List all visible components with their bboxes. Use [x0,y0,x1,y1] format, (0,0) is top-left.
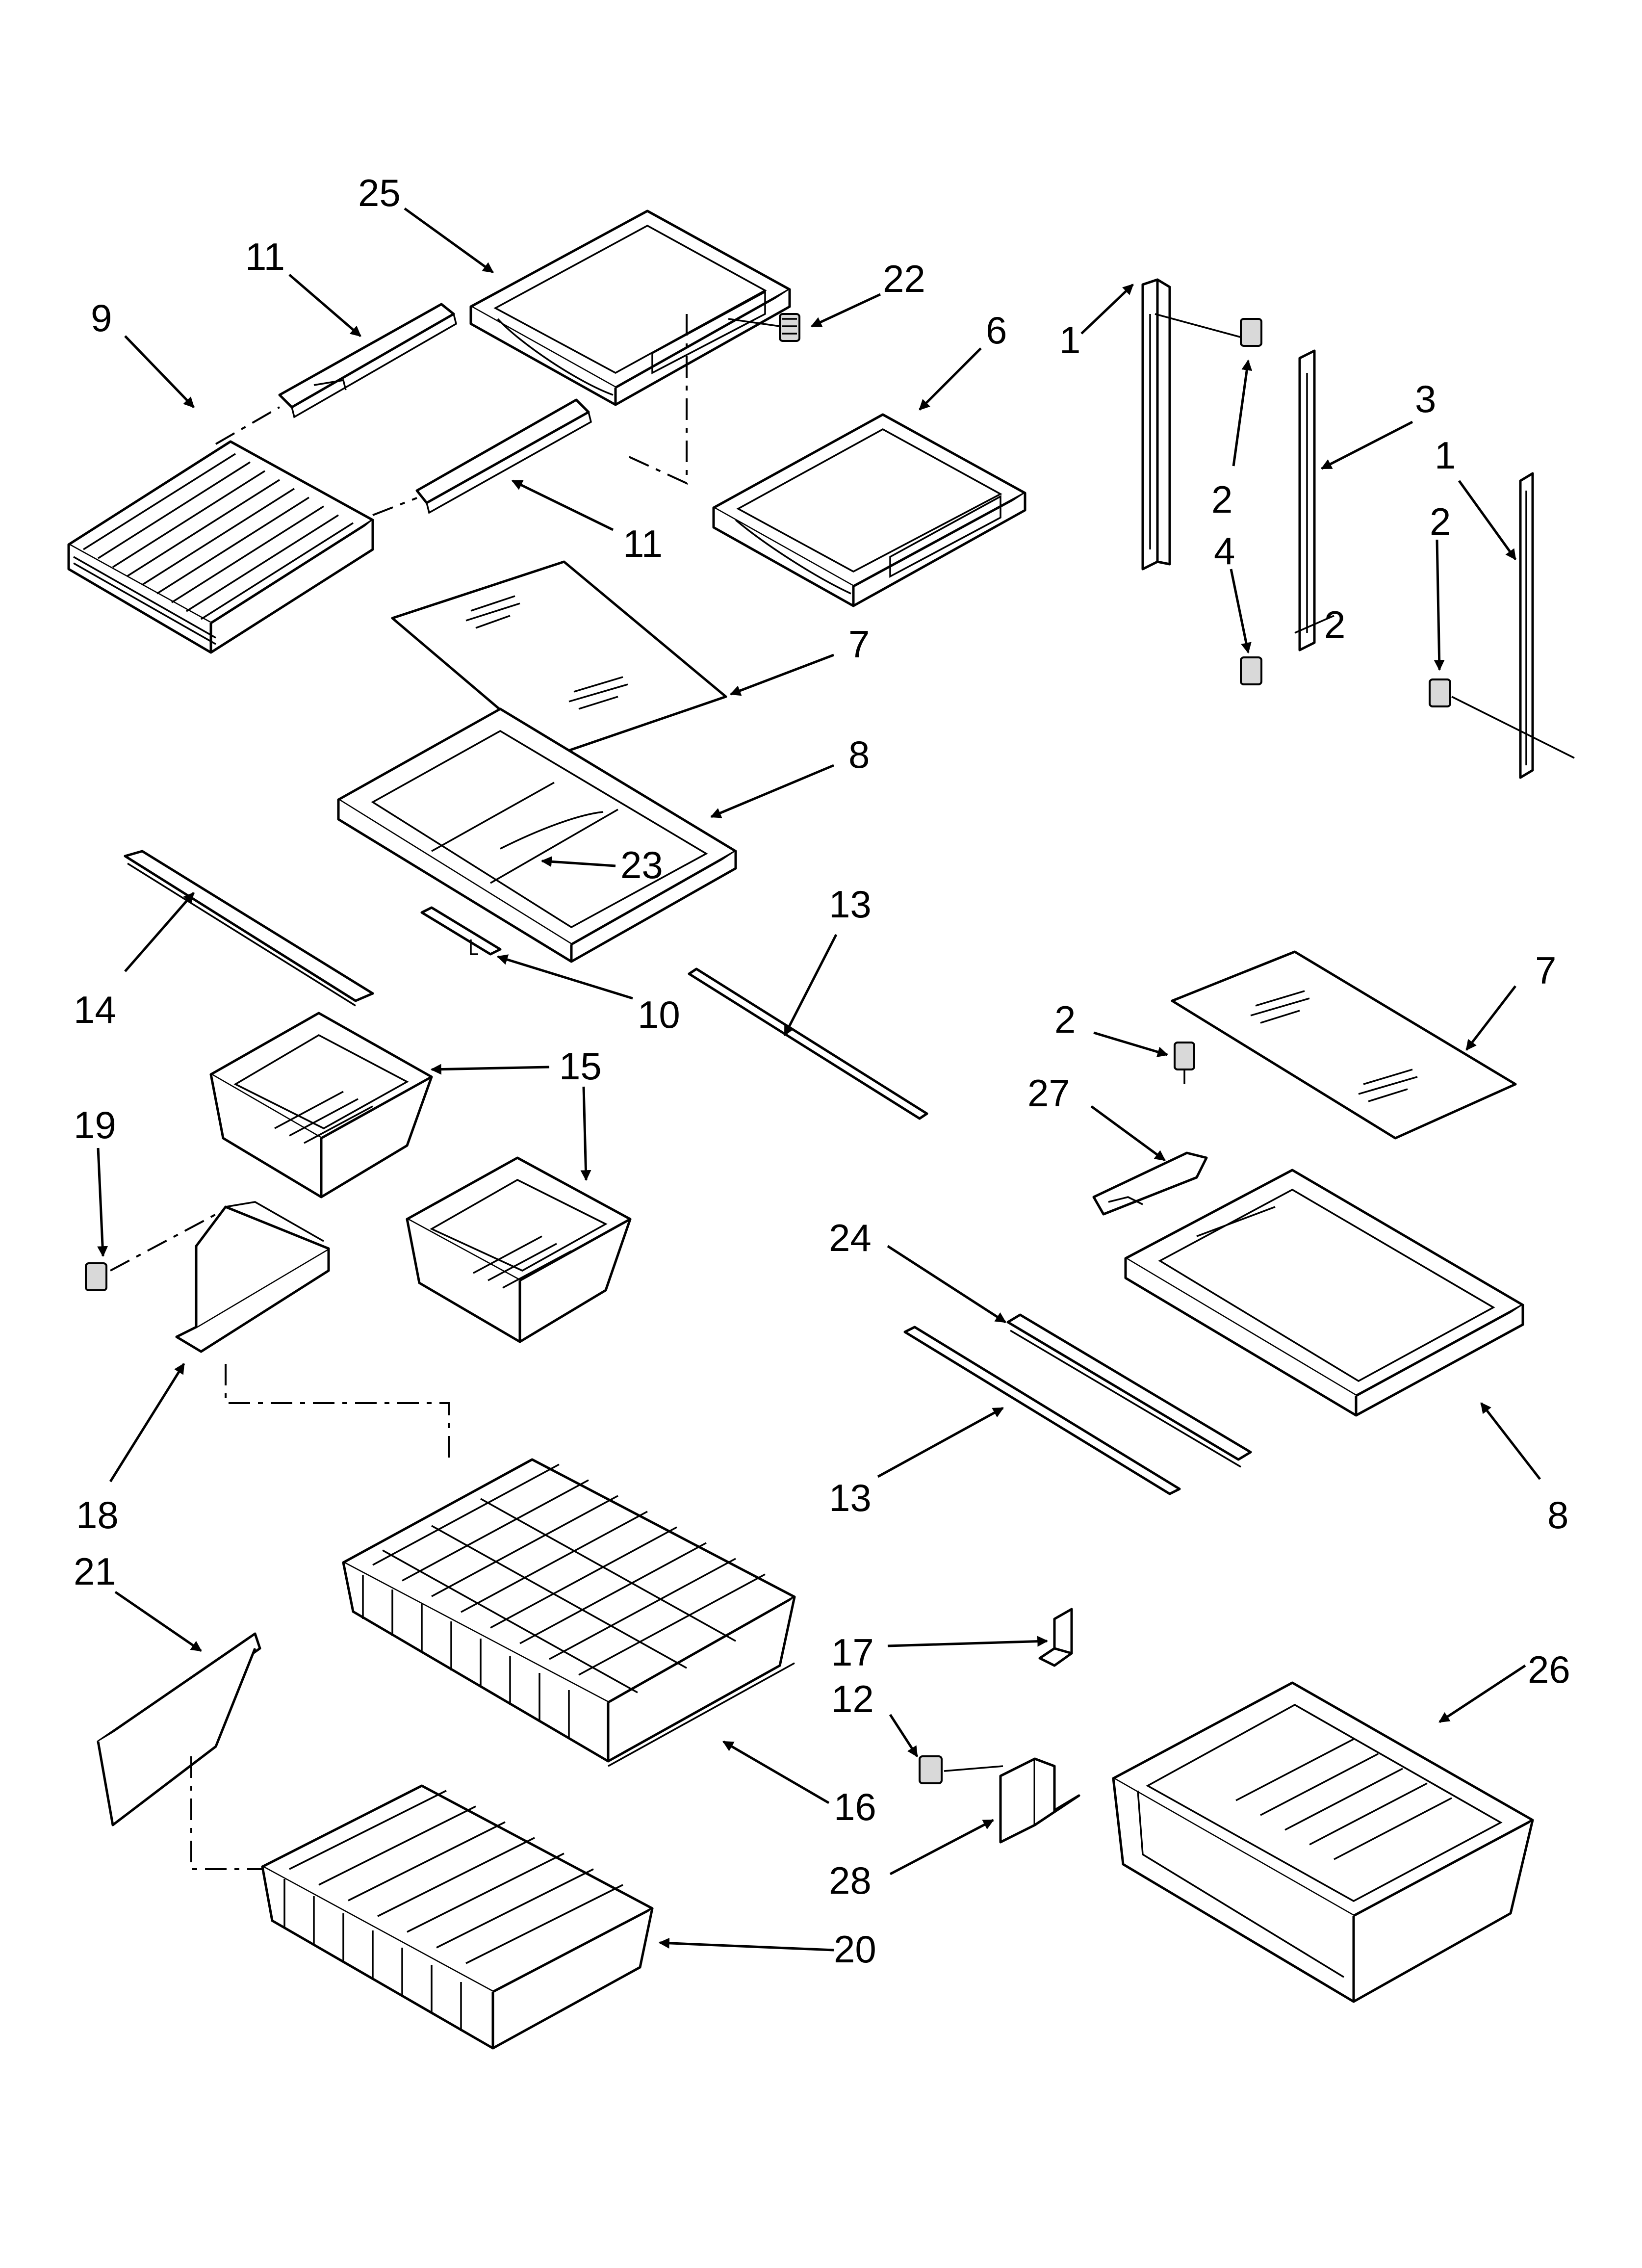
part-sliding-shelf-frame-upper [469,209,791,406]
callout-7-right: 7 [1535,949,1556,992]
part-slide-rail-upper [278,303,458,418]
part-slide-rail-lower [415,398,592,514]
callout-23: 23 [620,843,663,886]
callout-22: 22 [883,257,925,300]
callout-13-lower: 13 [829,1476,872,1519]
part-support-28 [999,1757,1080,1844]
part-basket-slide-18 [175,1201,330,1353]
callout-9: 9 [91,296,112,339]
callout-4: 4 [1214,529,1235,573]
callout-2-right: 2 [1430,500,1451,543]
part-crisper-pan-right [406,1156,632,1343]
part-screw-19 [85,1211,221,1291]
part-screw-4 [1240,615,1334,685]
callout-28: 28 [829,1859,872,1902]
callout-11-upper: 11 [245,235,285,278]
assembly-line-rail [372,497,417,516]
callout-3: 3 [1415,377,1436,420]
callout-25: 25 [358,171,401,214]
part-trim-strip-13-upper [688,967,928,1120]
part-screw-2-upper [1155,313,1262,347]
callout-24: 24 [829,1216,872,1259]
callout-1-right: 1 [1435,434,1456,477]
part-trim-strip-14 [124,850,374,1007]
assembly-line-shelf [627,314,688,485]
callout-7-upper: 7 [848,623,870,666]
part-deli-pan-26 [1112,1681,1534,2003]
callout-18: 18 [76,1493,119,1537]
callout-14: 14 [74,988,116,1031]
callout-10: 10 [638,993,680,1036]
callout-11-lower: 11 [623,522,663,565]
part-bracket-17 [1038,1608,1073,1667]
callout-8-right: 8 [1547,1493,1568,1537]
part-basket-bracket-21 [97,1632,261,1826]
assembly-line-basket-slide [225,1364,450,1464]
part-lower-wire-basket [261,1784,654,2050]
part-shelf-ladder-right [1519,472,1534,779]
part-clip-10 [420,906,502,956]
assembly-line-basket [215,406,280,445]
part-sliding-shelf-frame-lower [712,413,1026,607]
part-shelf-ladder-center [1298,349,1316,652]
callout-21: 21 [74,1550,116,1593]
callout-16: 16 [834,1785,876,1828]
callout-20: 20 [834,1928,876,1971]
callout-8-upper: 8 [848,733,870,776]
callout-2-left: 2 [1211,478,1232,521]
callout-13-upper: 13 [829,883,872,926]
callout-27: 27 [1027,1071,1070,1115]
callout-15: 15 [559,1044,602,1088]
callout-12: 12 [831,1677,874,1721]
part-glass-shelf-upper [391,560,727,757]
part-screw-22 [728,313,800,342]
callout-2-bracket: 2 [1054,998,1076,1041]
part-screw-2-right [1429,678,1575,759]
callout-6: 6 [986,309,1007,352]
callout-26: 26 [1528,1648,1570,1691]
part-trim-strip-13-lower [903,1326,1181,1495]
leader-arrows [97,207,1541,1952]
part-screw-2-bracket [1174,1042,1195,1084]
part-screw-12 [919,1755,1003,1784]
callout-2-center: 2 [1324,603,1345,646]
part-glass-shelf-right [1171,950,1517,1140]
part-crisper-cover-frame-right [1124,1169,1524,1417]
part-trim-strip-24 [1006,1313,1252,1468]
callout-19: 19 [74,1103,116,1147]
callout-labels: 25 11 22 6 9 11 1 3 2 1 2 4 2 7 8 23 13 … [74,171,1570,1971]
part-wire-freezer-basket [342,1458,796,1767]
part-wire-basket-drawer [67,440,374,654]
callout-17: 17 [831,1631,874,1674]
part-crisper-cover-frame-upper [337,707,737,963]
callout-1-left: 1 [1059,318,1080,362]
part-shelf-ladder-left [1141,278,1171,571]
part-bracket-27 [1092,1151,1208,1216]
part-crisper-pan-left [209,1012,433,1199]
